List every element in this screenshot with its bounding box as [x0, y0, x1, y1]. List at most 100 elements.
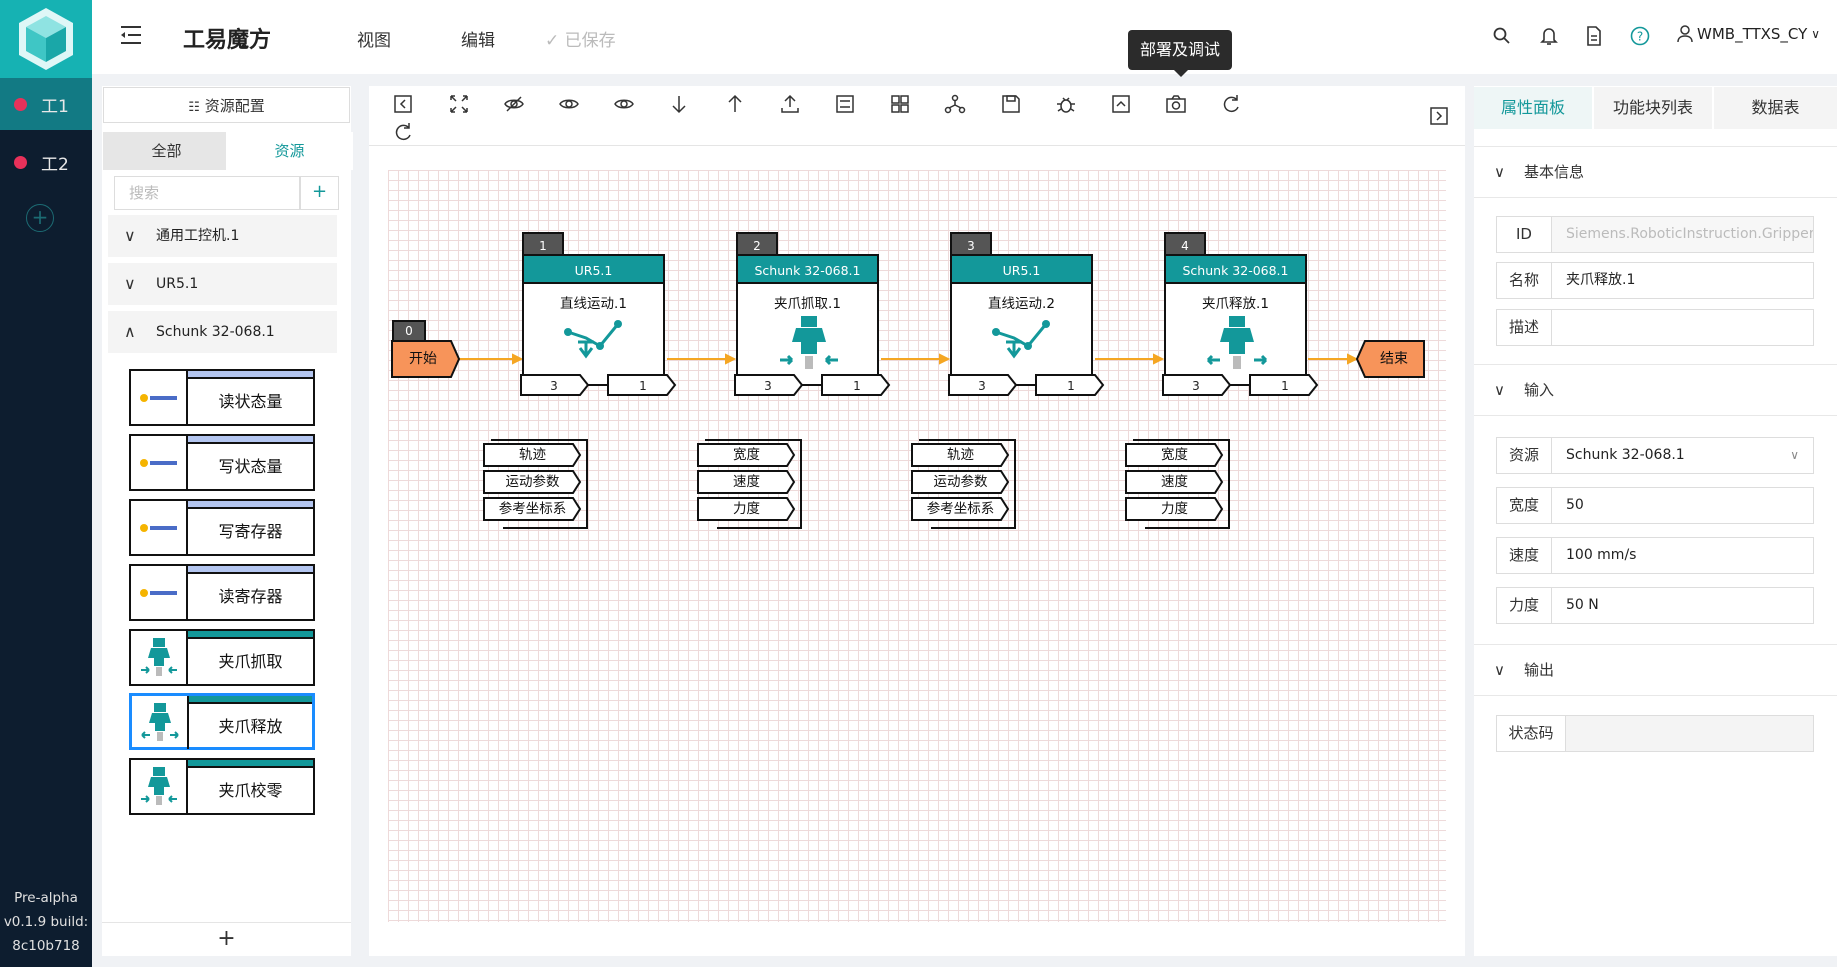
collapse-left-icon[interactable]	[391, 92, 415, 116]
flow-node-2[interactable]: 2 Schunk 32-068.1 夹爪抓取.1 3 1	[734, 232, 891, 396]
param-port[interactable]: 轨迹	[519, 447, 546, 463]
port-right[interactable]: 1	[1067, 379, 1075, 393]
settings-panel-icon[interactable]	[833, 92, 857, 116]
network-icon[interactable]	[943, 92, 967, 116]
param-port[interactable]: 宽度	[1161, 447, 1188, 463]
port-right[interactable]: 1	[639, 379, 647, 393]
linear-motion-icon	[564, 320, 622, 359]
menu-edit[interactable]: 编辑	[461, 31, 495, 51]
section-output[interactable]: ∨输出	[1474, 644, 1837, 696]
block-read-status[interactable]: 读状态量	[129, 369, 315, 426]
resource-config-button[interactable]: ☷ 资源配置	[103, 87, 350, 123]
port-shape	[734, 374, 804, 396]
upload-icon[interactable]	[778, 92, 802, 116]
add-workspace-button[interactable]: +	[26, 204, 54, 232]
port-left[interactable]: 3	[1192, 379, 1200, 393]
workspace-tab-label: 工1	[41, 96, 69, 117]
port-right[interactable]: 1	[853, 379, 861, 393]
section-title: 基本信息	[1524, 163, 1585, 181]
param-port[interactable]: 宽度	[733, 447, 760, 463]
block-gripper-zero[interactable]: 夹爪校零	[129, 758, 315, 815]
section-input[interactable]: ∨输入	[1474, 364, 1837, 416]
start-node[interactable]: 开始	[409, 351, 437, 367]
resource-select[interactable]: Schunk 32-068.1 ∨	[1551, 437, 1814, 474]
refresh-icon[interactable]	[1219, 92, 1243, 116]
section-basic-info[interactable]: ∨基本信息	[1474, 146, 1837, 198]
add-resource-button[interactable]: +	[300, 176, 339, 210]
notification-button[interactable]	[1540, 26, 1558, 50]
arrow-up-icon[interactable]	[723, 92, 747, 116]
node-number: 4	[1164, 232, 1206, 256]
save-icon[interactable]	[999, 92, 1023, 116]
search-input[interactable]: 搜索	[114, 176, 300, 210]
tab-data-table[interactable]: 数据表	[1714, 87, 1837, 129]
flow-node-1[interactable]: 1 UR5.1 直线运动.1 3 1	[520, 232, 677, 396]
block-label: 夹爪抓取	[218, 652, 283, 671]
robotics-logo-icon	[131, 436, 188, 489]
config-icon: ☷	[188, 100, 200, 115]
tab-all[interactable]: 全部	[103, 132, 230, 170]
workspace-tab-1[interactable]: 工1	[0, 78, 92, 130]
port-left[interactable]: 3	[764, 379, 772, 393]
grid-layout-icon[interactable]	[888, 92, 912, 116]
eye-icon[interactable]	[557, 92, 581, 116]
block-write-status[interactable]: 写状态量	[129, 434, 315, 491]
param-port[interactable]: 力度	[1161, 501, 1188, 517]
param-port[interactable]: 参考坐标系	[926, 501, 995, 517]
flow-canvas[interactable]: 0 开始 结束 1 UR5.1 直线运动.1 3 1 轨迹 运动参数 参考坐标系…	[388, 170, 1446, 922]
check-circle-icon: ✓	[545, 31, 560, 51]
status-dot-icon	[14, 97, 27, 111]
end-node[interactable]: 结束	[1380, 351, 1408, 367]
param-port[interactable]: 力度	[733, 501, 760, 517]
width-input[interactable]: 50	[1551, 487, 1814, 524]
param-port[interactable]: 参考坐标系	[498, 501, 567, 517]
speed-input[interactable]: 100 mm/s	[1551, 537, 1814, 574]
reload-icon[interactable]	[391, 120, 415, 144]
param-port[interactable]: 运动参数	[933, 474, 988, 490]
tree-item-ur5[interactable]: ∨UR5.1	[108, 263, 337, 305]
collapse-up-icon[interactable]	[1109, 92, 1133, 116]
force-input[interactable]: 50 N	[1551, 587, 1814, 624]
tree-item-schunk[interactable]: ∧Schunk 32-068.1	[108, 311, 337, 353]
flow-node-4[interactable]: 4 Schunk 32-068.1 夹爪释放.1 3 1	[1162, 232, 1319, 396]
param-port[interactable]: 速度	[1161, 474, 1188, 490]
name-input[interactable]: 夹爪释放.1	[1551, 262, 1814, 299]
tab-resources[interactable]: 资源	[226, 132, 353, 170]
param-port[interactable]: 轨迹	[947, 447, 974, 463]
workspace-tab-2[interactable]: 工2	[0, 136, 92, 188]
app-logo[interactable]	[0, 0, 92, 78]
camera-icon[interactable]	[1164, 92, 1188, 116]
debug-bug-icon[interactable]	[1054, 92, 1078, 116]
description-input[interactable]	[1551, 309, 1814, 346]
port-left[interactable]: 3	[550, 379, 558, 393]
top-bar	[92, 0, 1837, 74]
tab-properties[interactable]: 属性面板	[1474, 87, 1592, 129]
flow-node-3[interactable]: 3 UR5.1 直线运动.2 3 1	[948, 232, 1105, 396]
port-left[interactable]: 3	[978, 379, 986, 393]
user-menu[interactable]: WMB_TTXS_CY ∨	[1677, 25, 1820, 43]
block-gripper-release[interactable]: 夹爪释放	[129, 693, 315, 750]
menu-view[interactable]: 视图	[357, 31, 391, 51]
collapse-right-icon[interactable]	[1427, 104, 1451, 128]
document-button[interactable]	[1586, 26, 1602, 50]
bell-icon	[1540, 28, 1558, 45]
node-device: UR5.1	[950, 254, 1093, 284]
fit-view-icon[interactable]	[447, 92, 471, 116]
tab-function-blocks[interactable]: 功能块列表	[1594, 87, 1712, 129]
block-color-bar	[188, 631, 313, 639]
port-right[interactable]: 1	[1281, 379, 1289, 393]
help-button[interactable]: ?	[1630, 26, 1650, 50]
robotics-logo-icon	[131, 566, 188, 619]
eye-hidden-icon[interactable]	[502, 92, 526, 116]
search-button[interactable]	[1493, 27, 1511, 49]
arrow-down-icon[interactable]	[667, 92, 691, 116]
tree-item-ipc[interactable]: ∨通用工控机.1	[108, 215, 337, 257]
block-write-register[interactable]: 写寄存器	[129, 499, 315, 556]
block-read-register[interactable]: 读寄存器	[129, 564, 315, 621]
add-block-button[interactable]: +	[102, 922, 351, 954]
eye-icon[interactable]	[612, 92, 636, 116]
block-gripper-grab[interactable]: 夹爪抓取	[129, 629, 315, 686]
menu-toggle-button[interactable]	[120, 25, 142, 49]
param-port[interactable]: 运动参数	[505, 474, 560, 490]
param-port[interactable]: 速度	[733, 474, 760, 490]
